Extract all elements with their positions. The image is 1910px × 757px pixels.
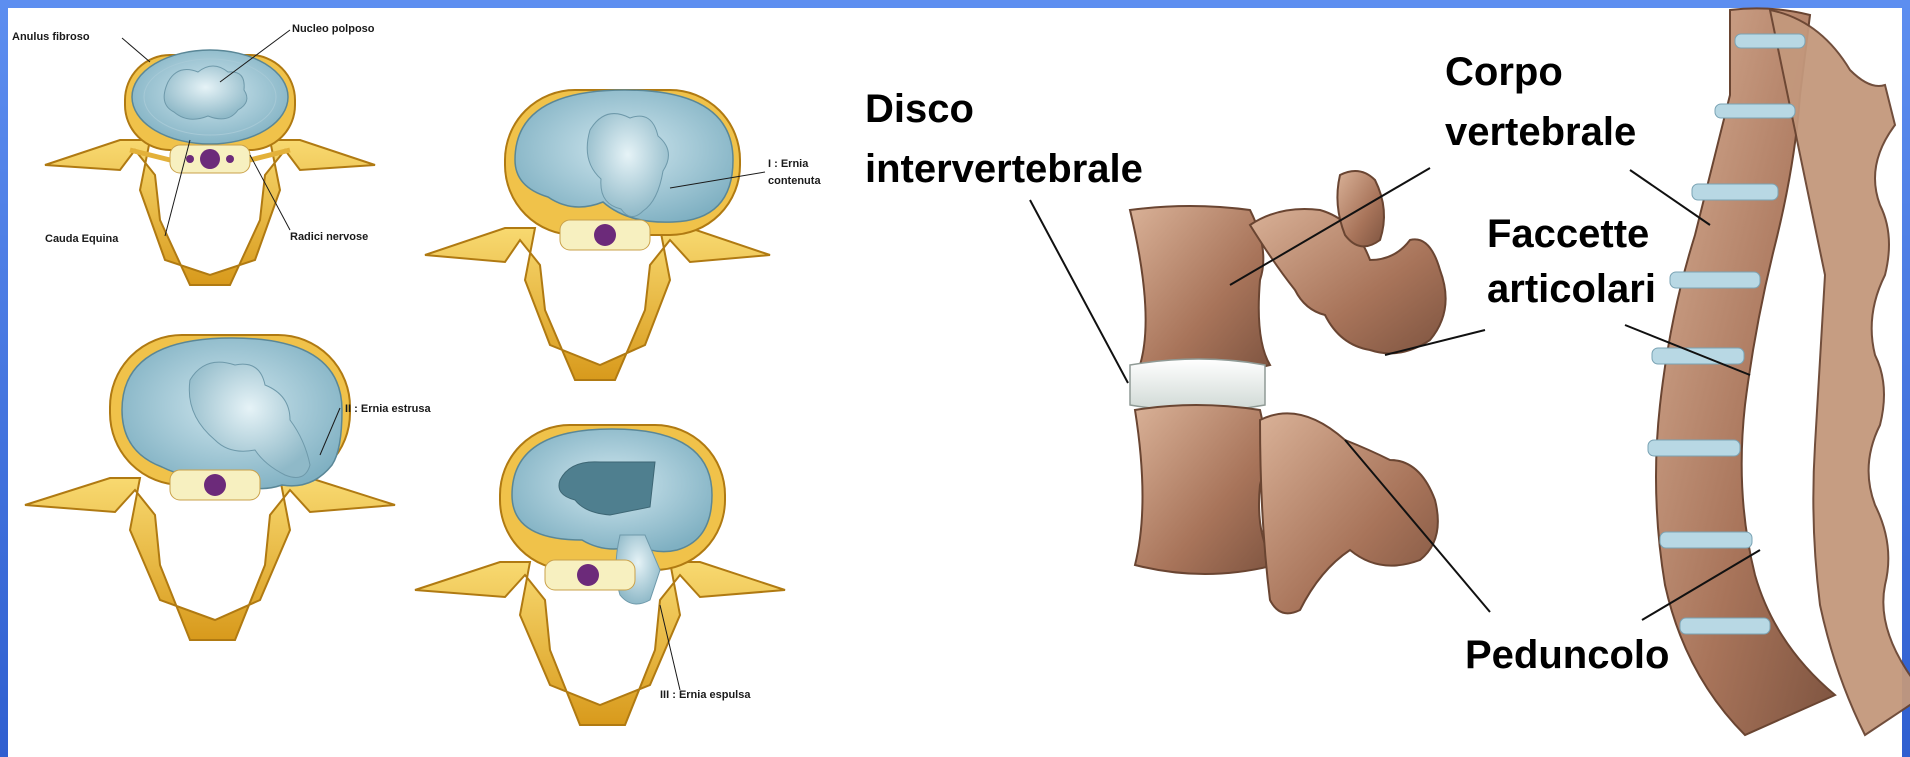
- lateral-vertebrae: [1130, 171, 1446, 613]
- label-disco-line1: Disco: [865, 87, 974, 131]
- label-stage1-line2: contenuta: [768, 175, 821, 187]
- label-stage1-line1: I : Ernia: [768, 158, 809, 170]
- label-peduncolo: Peduncolo: [1465, 633, 1669, 677]
- cross-section-stage1: [425, 90, 770, 380]
- cross-section-normal: [45, 50, 375, 285]
- label-stage3: III : Ernia espulsa: [660, 689, 751, 701]
- spine-column: [1648, 8, 1910, 735]
- label-corpo-line2: vertebrale: [1445, 110, 1636, 154]
- label-faccette-line1: Faccette: [1487, 212, 1649, 256]
- label-radici: Radici nervose: [290, 231, 368, 243]
- cross-section-stage3: [415, 425, 785, 725]
- cross-section-stage2: [25, 335, 395, 640]
- label-stage2: II : Ernia estrusa: [345, 403, 431, 415]
- label-cauda: Cauda Equina: [45, 233, 119, 245]
- label-nucleo: Nucleo polposo: [292, 23, 375, 35]
- label-disco-line2: intervertebrale: [865, 147, 1143, 191]
- label-faccette-line2: articolari: [1487, 267, 1656, 311]
- label-corpo-line1: Corpo: [1445, 50, 1563, 94]
- label-anulus: Anulus fibroso: [12, 31, 90, 43]
